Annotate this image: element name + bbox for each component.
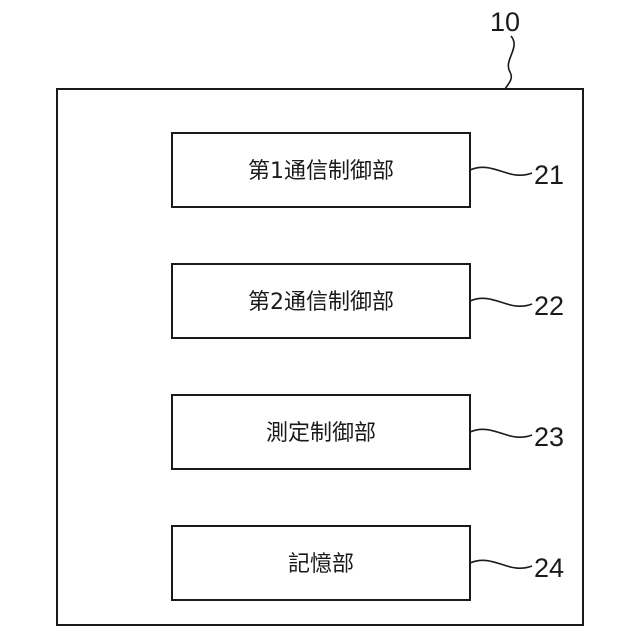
block-3-ref-number: 23	[534, 422, 564, 452]
block-3-leader-line	[470, 429, 532, 437]
device-ref-number: 10	[490, 7, 520, 37]
block-4-ref-number: 24	[534, 553, 564, 583]
block-measurement-control: 測定制御部	[172, 395, 470, 469]
block-storage: 記憶部	[172, 526, 470, 600]
block-1-leader-line	[470, 167, 532, 175]
device-leader-line	[505, 36, 514, 89]
block-first-communication-control: 第1通信制御部	[172, 133, 470, 207]
block-label: 記憶部	[288, 552, 354, 577]
block-label: 第1通信制御部	[248, 159, 394, 184]
block-2-ref-number: 22	[534, 291, 564, 321]
block-label: 第2通信制御部	[248, 290, 394, 315]
block-4-leader-line	[470, 560, 532, 568]
block-label: 測定制御部	[266, 421, 376, 446]
block-2-leader-line	[470, 298, 532, 306]
block-1-ref-number: 21	[534, 160, 564, 190]
block-second-communication-control: 第2通信制御部	[172, 264, 470, 338]
